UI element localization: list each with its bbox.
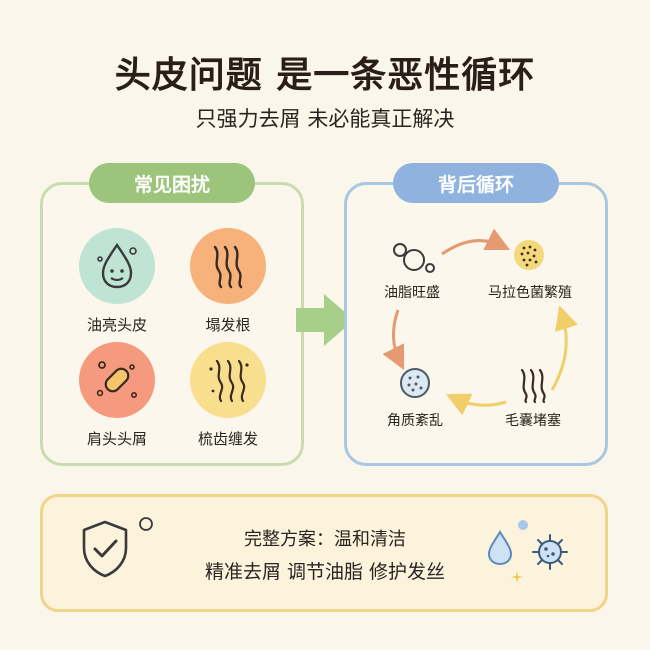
page-subtitle: 只强力去屑 未必能真正解决 — [195, 107, 455, 131]
common-issues-panel — [40, 182, 304, 466]
common-issues-label: 常见困扰 — [89, 163, 255, 203]
shield-check-icon — [78, 518, 132, 580]
dandruff-icon — [79, 342, 155, 418]
microbe-icon — [530, 532, 570, 572]
oil-bubbles-icon — [390, 240, 436, 276]
flat-hair-icon — [190, 228, 266, 304]
cycle-arrows — [382, 228, 578, 416]
issue-label-oily-scalp: 油亮头皮 — [86, 316, 147, 334]
small-bubble-icon — [516, 518, 530, 532]
oil-drop-icon — [79, 228, 155, 304]
issue-label-flat-roots: 塌发根 — [205, 316, 251, 334]
fungus-icon — [512, 238, 546, 272]
solution-line-1: 完整方案：温和清洁 — [244, 529, 406, 550]
page-title: 头皮问题 是一条恶性循环 — [114, 55, 536, 96]
sparkle-icon — [510, 570, 524, 584]
water-drop-icon — [486, 530, 514, 566]
bubble-decoration-icon — [138, 516, 154, 532]
solution-panel — [40, 494, 608, 612]
issue-label-tangled-comb: 梳齿缠发 — [197, 430, 258, 448]
cycle-step-fungus: 马拉色菌繁殖 — [488, 285, 572, 301]
keratin-icon — [398, 366, 432, 400]
solution-line-2: 精准去屑 调节油脂 修护发丝 — [204, 561, 446, 583]
cycle-step-oil: 油脂旺盛 — [384, 285, 440, 301]
tangled-hair-icon — [190, 342, 266, 418]
follicle-icon — [516, 366, 550, 404]
cycle-label: 背后循环 — [393, 163, 559, 203]
transition-arrow-icon — [294, 292, 356, 348]
issue-label-shoulder-dandruff: 肩头头屑 — [86, 430, 147, 448]
cycle-step-keratin: 角质紊乱 — [387, 413, 443, 429]
cycle-step-follicle: 毛囊堵塞 — [505, 413, 561, 429]
